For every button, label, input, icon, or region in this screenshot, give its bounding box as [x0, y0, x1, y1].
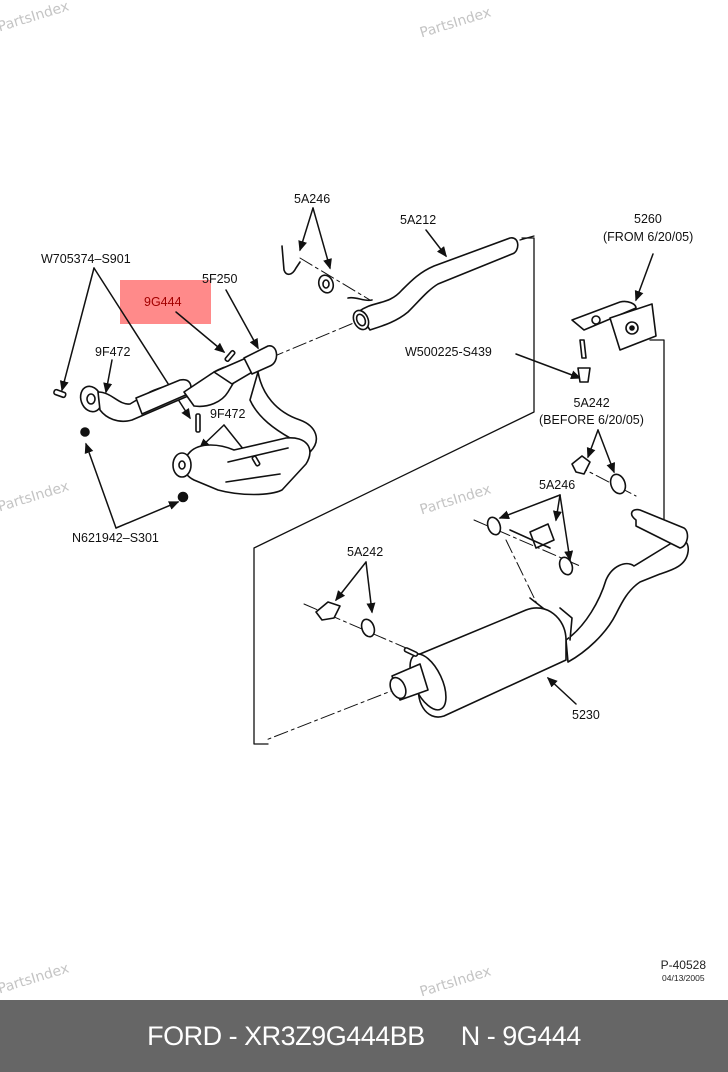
illustration-number: P-40528 — [660, 958, 706, 972]
muffler-assembly — [389, 508, 690, 718]
rear-hangers — [315, 455, 627, 638]
callout-5a246-top[interactable]: 5A246 — [294, 192, 331, 206]
callout-9f472-lower[interactable]: 9F472 — [210, 407, 246, 421]
part-number-banner: FORD - XR3Z9G444BB N - 9G444 — [0, 1000, 728, 1072]
hanger-bracket — [571, 300, 657, 383]
callout-w500225-s439[interactable]: W500225-S439 — [405, 345, 492, 359]
callout-5f250[interactable]: 5F250 — [202, 272, 238, 286]
illustration-reference: P-40528 04/13/2005 — [661, 958, 706, 983]
exhaust-system-drawing — [53, 207, 690, 745]
leader-lines — [59, 207, 654, 705]
callout-w705374-s901[interactable]: W705374–S901 — [41, 252, 131, 266]
highlighted-part-box[interactable] — [120, 280, 211, 324]
callout-5a242-right-note: (BEFORE 6/20/05) — [539, 413, 644, 427]
assembly-frame-lines — [253, 235, 665, 745]
parts-diagram: PartsIndex PartsIndex PartsIndex PartsIn… — [0, 0, 706, 1000]
converter-assembly — [53, 345, 318, 503]
callout-5a212[interactable]: 5A212 — [400, 213, 437, 227]
callout-5a242-left[interactable]: 5A242 — [347, 545, 384, 559]
callout-5a246-mid[interactable]: 5A246 — [539, 478, 576, 492]
intermediate-pipe — [281, 237, 519, 331]
callout-5a242-right[interactable]: 5A242 — [573, 396, 610, 410]
illustration-date: 04/13/2005 — [662, 973, 705, 983]
highlighted-part-label[interactable]: 9G444 — [144, 295, 182, 309]
callout-n621942-s301[interactable]: N621942–S301 — [72, 531, 159, 545]
callout-5260[interactable]: 5260 — [634, 212, 662, 226]
callout-5260-note: (FROM 6/20/05) — [603, 230, 694, 244]
oem-part-number: FORD - XR3Z9G444BB — [147, 1020, 425, 1051]
callout-9f472-upper[interactable]: 9F472 — [95, 345, 131, 359]
generic-part-number: N - 9G444 — [460, 1020, 582, 1051]
callout-5230[interactable]: 5230 — [572, 708, 600, 722]
